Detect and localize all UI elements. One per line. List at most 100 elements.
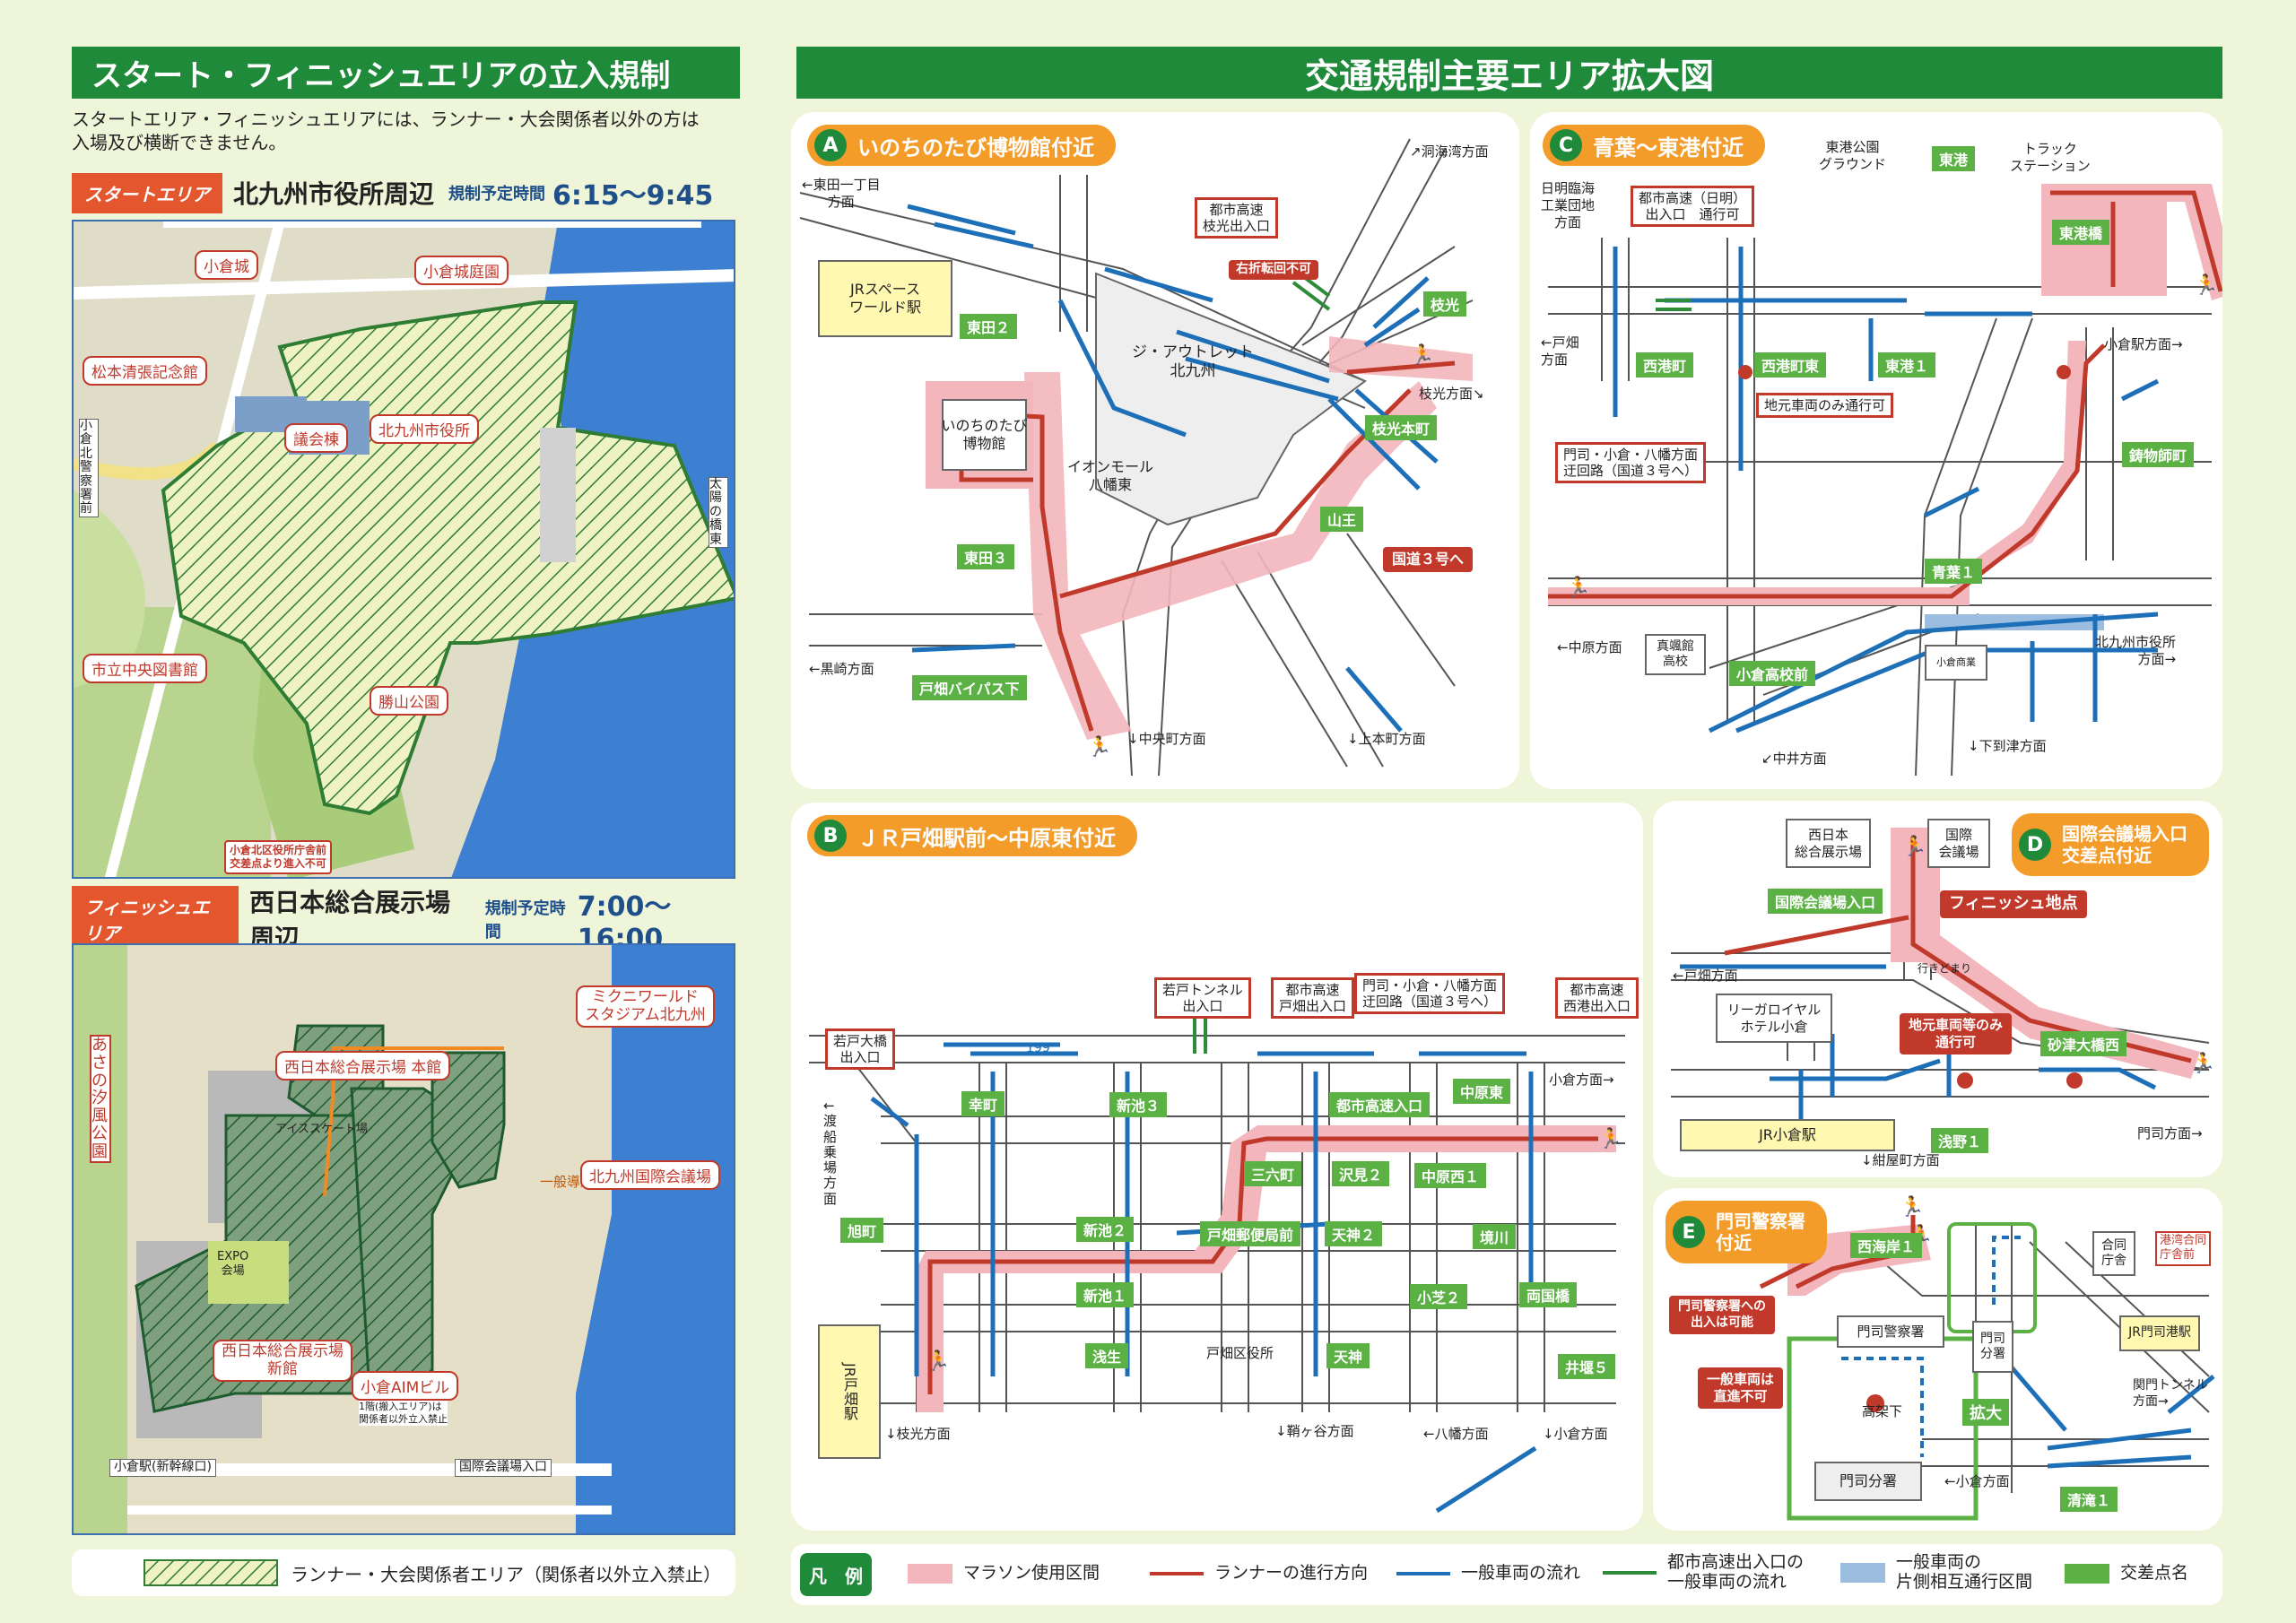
svg-text:🏃: 🏃 — [1410, 343, 1434, 367]
legend-alternating-traffic: 一般車両の 片側相互通行区間 — [1840, 1552, 2032, 1593]
svg-text:🏃: 🏃 — [2191, 1052, 2215, 1075]
svg-text:🏃: 🏃 — [2194, 273, 2218, 297]
legend-vehicle-text: 一般車両の流れ — [1461, 1563, 1581, 1583]
panel-b-letter: B — [814, 820, 847, 852]
c-local-only: 地元車両のみ通行可 — [1756, 393, 1894, 418]
label-katsuyama-park: 勝山公園 — [370, 686, 448, 716]
start-time: 6:15～9:45 — [552, 180, 714, 212]
legend-lightblue-swatch — [1840, 1562, 1885, 1583]
d-konya-dir: ↓紺屋町方面 — [1861, 1152, 1940, 1168]
e-no-straight: 一般車両は 直進不可 — [1698, 1367, 1784, 1409]
c-kokura-station-dir: 小倉駅方面→ — [2104, 336, 2183, 352]
panel-a-title: いのちのたび博物館付近 — [857, 135, 1094, 161]
finish-area-map-drawing — [74, 945, 734, 1533]
svg-text:199: 199 — [1026, 1041, 1050, 1055]
a-inochi-museum: いのちのたび 博物館 — [942, 399, 1028, 471]
b-izeki5: 井堰５ — [1558, 1354, 1616, 1379]
svg-text:🏃: 🏃 — [1087, 735, 1111, 759]
d-jr-kokura-station: JR小倉駅 — [1680, 1119, 1895, 1151]
legend-marathon-section: マラソン使用区間 — [908, 1563, 1100, 1584]
b-shinike2: 新池２ — [1076, 1217, 1135, 1242]
legend-runner-direction: ランナーの進行方向 — [1150, 1563, 1368, 1584]
e-under-overpass: 高架下 — [1862, 1403, 1903, 1419]
label-ice-rink: アイススケート場 — [275, 1123, 368, 1136]
c-shinreikan-high: 真颯館 高校 — [1645, 634, 1706, 675]
right-title: 交通規制主要エリア拡大図 — [1304, 56, 1714, 96]
d-tobata-dir: ←戸畑方面 — [1673, 968, 1738, 984]
b-saiwai: 幸町 — [961, 1091, 1005, 1116]
d-rihga-hotel: リーガロイヤル ホテル小倉 — [1716, 994, 1832, 1043]
a-toshi-kosoku-edamitsu: 都市高速 枝光出入口 — [1195, 197, 1279, 239]
e-kokura-dir: ←小倉方面 — [1944, 1473, 2010, 1489]
a-outlet-label: ジ・アウトレット 北九州 — [1132, 343, 1254, 381]
e-moji-branch: 門司分署 — [1814, 1462, 1922, 1501]
b-kokura-dir1: 小倉方面→ — [1549, 1072, 1614, 1088]
label-city-hall: 北九州市役所 — [370, 414, 479, 444]
c-higashiminato-park: 東港公園 グラウンド — [1819, 139, 1887, 172]
c-city-hall-dir: 北九州市役所 方面→ — [2095, 634, 2177, 667]
a-jr-space-world-station: JRスペース ワールド駅 — [818, 260, 952, 337]
c-imoji: 鋳物師町 — [2122, 442, 2195, 467]
label-matsumoto-seicho: 松本清張記念館 — [83, 356, 207, 386]
label-aim-building: 小倉AIMビル — [352, 1371, 459, 1401]
c-tobata-dir: ←戸畑 方面 — [1541, 334, 1579, 368]
d-intl-entrance: 国際会議場入口 — [1768, 889, 1883, 914]
e-enlarge: 拡大 — [1962, 1399, 2009, 1426]
start-area-header: スタートエリア 北九州市役所周辺 規制予定時間 6:15～9:45 — [72, 170, 735, 215]
c-nichimei-dir: 日明臨海 工業団地 方面 — [1541, 180, 1596, 230]
b-nakabaru-nishi1: 中原西１ — [1414, 1163, 1487, 1188]
b-wakato-bridge-entrance: 若戸大橋 出入口 — [825, 1028, 896, 1070]
b-shinike1: 新池１ — [1076, 1282, 1135, 1307]
start-area-map-drawing — [74, 221, 734, 877]
c-truck-station: トラック ステーション — [2010, 141, 2091, 174]
c-higashiminato-bridge: 東港橋 — [2052, 220, 2110, 245]
svg-text:🏃: 🏃 — [1566, 576, 1590, 599]
legend-hatch-swatch — [144, 1559, 278, 1586]
b-nakabaru-higashi: 中原東 — [1453, 1079, 1511, 1104]
label-kokura-castle: 小倉城 — [195, 250, 258, 280]
panel-e-letter: E — [1673, 1216, 1705, 1248]
finish-area-map: ミクニワールド スタジアム北九州 西日本総合展示場 本館 アイススケート場 一般… — [72, 943, 735, 1535]
a-edamitsu-dir: 枝光方面↘ — [1419, 386, 1484, 402]
b-edamitsu-dir: ↓枝光方面 — [885, 1426, 951, 1442]
start-time-label: 規制予定時間 — [448, 185, 546, 204]
panel-b-tag: B ＪＲ戸畑駅前～中原東付近 — [807, 815, 1137, 856]
d-moji-dir: 門司方面→ — [2137, 1125, 2203, 1141]
start-badge: スタートエリア — [72, 172, 222, 213]
c-nakabaru-dir: ←中原方面 — [1557, 639, 1622, 655]
d-asano1: 浅野１ — [1931, 1128, 1989, 1153]
panel-b-title: ＪＲ戸畑駅前～中原東付近 — [857, 825, 1116, 851]
legend-green-swatch — [2065, 1564, 2109, 1584]
legend-expressway-flow: 都市高速出入口の 一般車両の流れ — [1603, 1552, 1804, 1593]
b-sayagatani-dir: ↓鞘ヶ谷方面 — [1275, 1423, 1354, 1439]
b-shinike3: 新池３ — [1109, 1092, 1168, 1117]
c-toshi-nichimei: 都市高速（日明） 出入口 通行可 — [1631, 186, 1755, 227]
panel-d-letter: D — [2019, 829, 2051, 861]
a-kamihon-dir: ↓上本町方面 — [1347, 731, 1426, 747]
b-tenjin: 天神 — [1326, 1343, 1370, 1368]
legend-red-arrow-icon — [1150, 1571, 1204, 1575]
legend-pink-swatch — [908, 1564, 952, 1584]
panel-a-letter: A — [814, 129, 847, 161]
label-mikuni-stadium: ミクニワールド スタジアム北九州 — [576, 985, 715, 1028]
label-council-hall: 議会棟 — [284, 423, 348, 453]
a-dokai-dir: ↗洞海湾方面 — [1410, 143, 1489, 160]
label-intl-entrance: 国際会議場入口 — [455, 1459, 552, 1477]
legend-restricted-text: ランナー・大会関係者エリア（関係者以外立入禁止） — [291, 1563, 721, 1585]
b-jr-tobata-station: JR戸畑駅 — [818, 1324, 881, 1459]
label-asano-park: あさの汐風公園 — [90, 1035, 111, 1163]
a-chuo-dir: ↓中央町方面 — [1127, 731, 1206, 747]
legend-title: 凡 例 — [800, 1553, 872, 1596]
a-edamitsu-intersection: 枝光 — [1423, 291, 1467, 317]
label-nishinihon-main: 西日本総合展示場 本館 — [275, 1051, 451, 1081]
legend-blue-arrow-icon — [1396, 1571, 1450, 1575]
c-nishiminato: 西港町 — [1636, 352, 1694, 378]
b-toshi-nishiminato: 都市高速 西港出入口 — [1555, 977, 1639, 1019]
b-asao: 浅生 — [1085, 1343, 1129, 1368]
finish-area-header: フィニッシュエリア 西日本総合展示場周辺 規制予定時間 7:00～16:00 — [72, 886, 735, 955]
